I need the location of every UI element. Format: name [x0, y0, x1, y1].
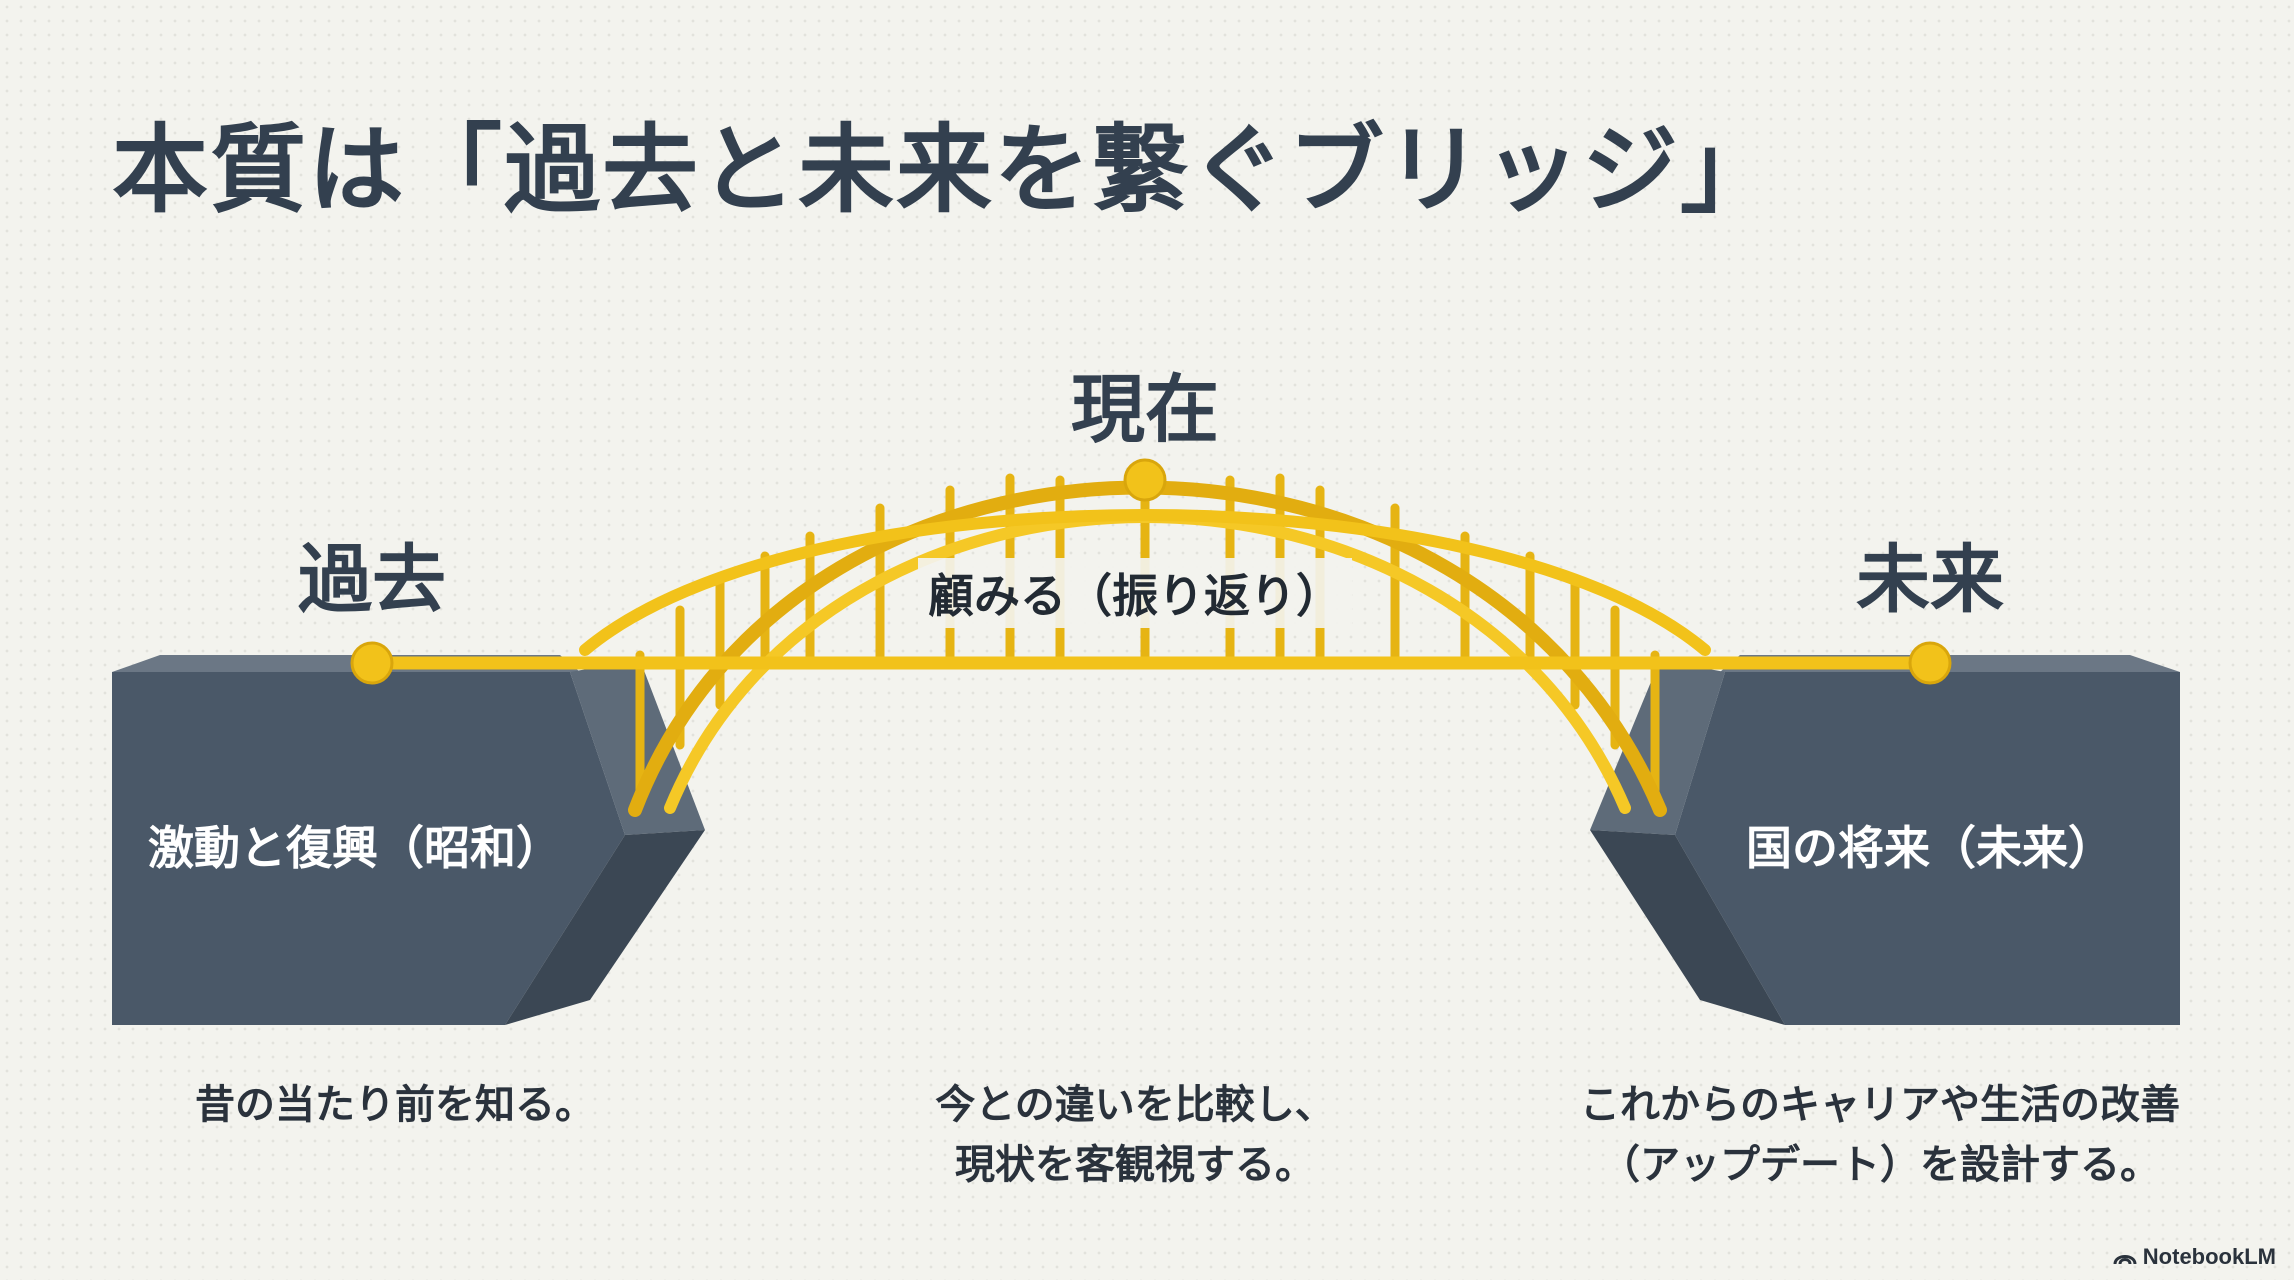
brand-watermark: NotebookLM: [2113, 1244, 2276, 1270]
future-label: 未来: [1856, 537, 2004, 623]
present-caption-line-2: 現状を客観視する。: [954, 1142, 1315, 1188]
past-caption: 昔の当たり前を知る。: [195, 1075, 595, 1135]
past-cliff-text: 激動と復興（昭和）: [148, 821, 562, 875]
future-caption-line-1: これからのキャリアや生活の改善: [1580, 1082, 2180, 1128]
future-node-dot: [1908, 641, 1952, 685]
present-arch-text: 顧みる（振り返り）: [918, 558, 1352, 628]
present-caption: 今との違いを比較し、 現状を客観視する。: [935, 1075, 1335, 1195]
present-caption-line-1: 今との違いを比較し、: [935, 1082, 1335, 1128]
present-node-dot: [1123, 458, 1167, 502]
notebooklm-logo-icon: [2113, 1255, 2137, 1265]
future-caption-line-2: （アップデート）を設計する。: [1600, 1142, 2160, 1188]
brand-name: NotebookLM: [2142, 1244, 2276, 1269]
page-title: 本質は「過去と未来を繋ぐブリッジ」: [112, 114, 1778, 226]
past-node-dot: [350, 641, 394, 685]
past-label: 過去: [298, 537, 446, 623]
present-label: 現在: [1071, 367, 1219, 453]
future-caption: これからのキャリアや生活の改善 （アップデート）を設計する。: [1580, 1075, 2180, 1195]
future-cliff-text: 国の将来（未来）: [1746, 821, 2114, 875]
past-caption-line: 昔の当たり前を知る。: [195, 1082, 595, 1128]
